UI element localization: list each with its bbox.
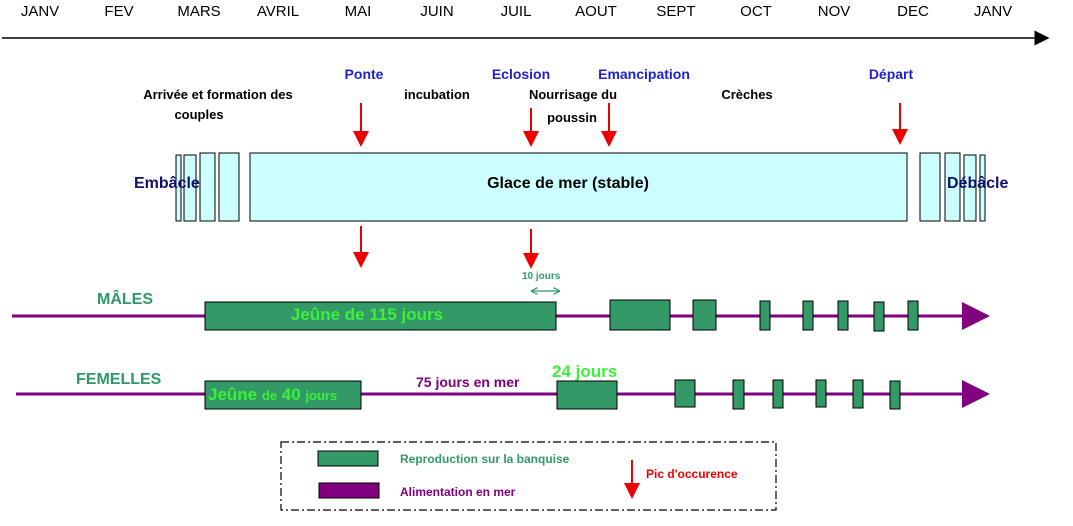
fast-number: 40 xyxy=(281,385,301,404)
month-label: AOUT xyxy=(575,3,617,20)
month-label: MARS xyxy=(177,3,221,20)
legend-box xyxy=(280,441,777,511)
month-label: JANV xyxy=(20,3,60,20)
month-label: FEV xyxy=(104,3,134,20)
event-eclosion: Eclosion xyxy=(491,66,551,82)
month-label: JUIN xyxy=(420,3,454,20)
month-label: NOV xyxy=(817,3,851,20)
phase-incubation: incubation xyxy=(404,87,470,102)
phase-nourrisage-line2: poussin xyxy=(547,110,597,125)
label-males: MÂLES xyxy=(97,291,153,308)
embacle-bars xyxy=(175,152,240,222)
phase-creches: Crèches xyxy=(721,87,773,102)
label-ten-days: 10 jours xyxy=(522,271,561,282)
month-label: AVRIL xyxy=(256,3,300,20)
label-females-fast: Jeûne de 40 jours xyxy=(208,385,337,405)
label-sea-days: 75 jours en mer xyxy=(416,374,520,390)
month-label: DEC xyxy=(897,3,929,20)
month-label: SEPT xyxy=(656,3,696,20)
legend-alimentation-label: Alimentation en mer xyxy=(400,485,516,499)
label-24-days: 24 jours xyxy=(552,362,618,381)
label-males-fast: Jeûne de 115 jours xyxy=(290,305,444,324)
males-land-blocks xyxy=(204,299,919,332)
label-females: FEMELLES xyxy=(76,371,162,388)
month-label: JUIL xyxy=(500,3,532,20)
event-depart: Départ xyxy=(868,66,914,82)
label-sea-ice: Glace de mer (stable) xyxy=(487,175,649,192)
legend-pic-label: Pic d'occurence xyxy=(646,467,738,481)
label-embacle: Embâcle xyxy=(134,175,200,192)
event-ponte: Ponte xyxy=(344,66,384,82)
month-label: MAI xyxy=(344,3,372,20)
females-land-blocks xyxy=(204,379,901,410)
phase-nourrisage: Nourrisage du xyxy=(528,87,618,102)
legend-reproduction-label: Reproduction sur la banquise xyxy=(400,452,570,466)
fast-de: de xyxy=(261,388,278,403)
males-line-arrowhead xyxy=(962,302,990,330)
legend-swatch-alimentation xyxy=(318,482,380,499)
event-emancipation: Emancipation xyxy=(598,66,690,82)
month-label: OCT xyxy=(740,3,772,20)
females-line-arrowhead xyxy=(962,380,990,408)
sea-ice-block xyxy=(249,152,908,222)
phase-arrivee-line2: couples xyxy=(174,107,224,122)
phase-arrivee: Arrivée et formation des xyxy=(143,87,293,102)
legend-swatch-reproduction xyxy=(317,450,379,467)
month-label: JANV xyxy=(973,3,1013,20)
fast-unit: jours xyxy=(305,388,338,403)
debacle-bars xyxy=(919,152,986,222)
fast-word: Jeûne xyxy=(208,385,258,404)
label-debacle: Débâcle xyxy=(947,175,1009,192)
